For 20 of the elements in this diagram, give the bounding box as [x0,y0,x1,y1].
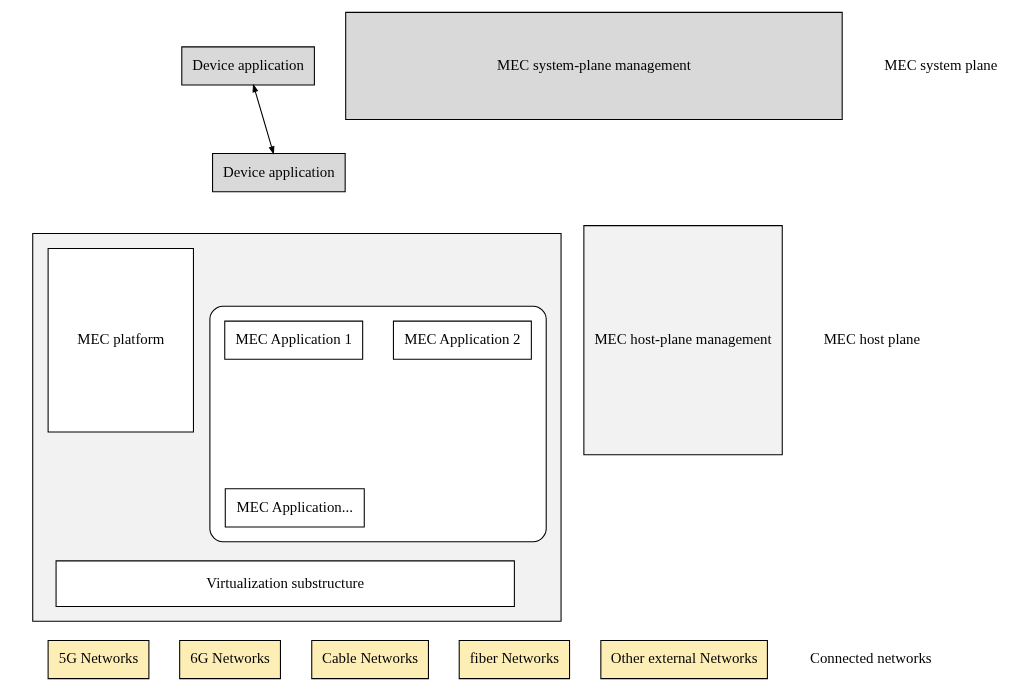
cluster [31,233,562,622]
node-box: MEC Application... [224,488,365,528]
label: MEC host plane [823,331,920,348]
node-box: Device application [211,152,346,193]
node-box: fiber Networks [458,639,570,680]
node-box: Cable Networks [310,639,429,680]
node-box: Other external Networks [599,639,768,680]
node-box: MEC platform [47,247,194,433]
cluster [208,305,547,543]
label: Connected networks [809,650,932,667]
node-box: MEC Application 1 [223,320,363,360]
arrow [252,83,274,155]
node-box: Device application [180,46,315,86]
label: MEC system plane [883,56,997,73]
node-box: 5G Networks [47,639,149,680]
node-box: Virtualization substructure [55,560,515,607]
node-box: MEC host-plane management [582,225,783,456]
node-box: MEC Application 2 [392,320,532,360]
node-box: MEC system-plane management [344,11,843,121]
node-box: 6G Networks [178,639,281,680]
